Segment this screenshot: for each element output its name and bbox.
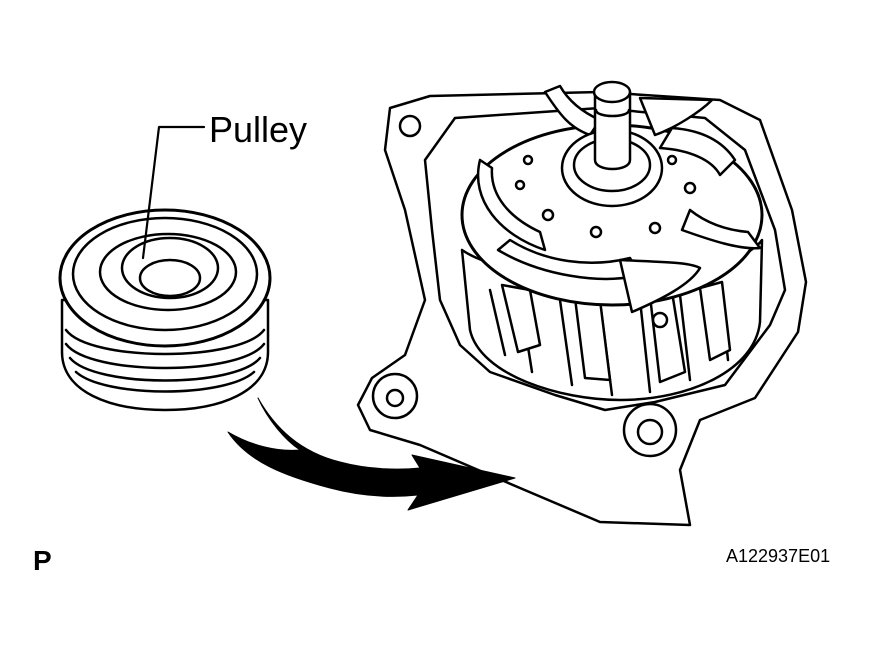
- pulley-groove: [64, 328, 266, 356]
- rotor-vane: [658, 126, 737, 177]
- rotor-rivet: [589, 225, 603, 239]
- mount-hole: [622, 402, 678, 458]
- mount-hole: [398, 114, 422, 138]
- rotor-blade: [488, 288, 507, 357]
- pulley-hub: [120, 236, 220, 300]
- mount-hole: [371, 372, 419, 420]
- pulley-label: Pulley: [209, 109, 308, 150]
- pulley-hub-outer: [98, 232, 238, 312]
- rotor-blade: [638, 298, 652, 394]
- view-label: P: [33, 545, 52, 576]
- pulley-drawing: [58, 208, 272, 412]
- rotor-rivet: [522, 154, 534, 166]
- housing-drawing: [356, 80, 808, 527]
- pulley-bore: [138, 258, 202, 298]
- rotor-blade: [678, 293, 692, 382]
- rotor-blade: [558, 298, 574, 387]
- rotor-slot: [500, 283, 542, 354]
- pulley-leader-line: [141, 125, 206, 260]
- rotor-vane: [618, 258, 702, 314]
- pulley-groove: [74, 370, 256, 393]
- rotor-vane: [476, 158, 547, 252]
- installation-arrow: [227, 397, 516, 511]
- rotor-rivet: [666, 154, 678, 166]
- shaft-step: [594, 108, 631, 118]
- pulley-groove: [64, 342, 266, 370]
- mount-hole: [385, 388, 405, 408]
- rotor-rivet: [651, 311, 669, 329]
- rotor-rivet: [683, 181, 697, 195]
- shaft-tip: [592, 80, 632, 104]
- rotor-rivet: [514, 179, 526, 191]
- figure-id: A122937E01: [726, 546, 831, 566]
- pulley-groove: [68, 356, 262, 382]
- rotor-slot: [698, 280, 732, 362]
- mount-hole: [636, 418, 664, 446]
- pulley-flange: [58, 208, 272, 348]
- rotor-vane: [638, 96, 714, 137]
- rotor-vane: [680, 208, 762, 250]
- rotor-rivet: [541, 208, 555, 222]
- pulley-flange-inner: [71, 216, 259, 332]
- rotor-rivet: [648, 221, 662, 235]
- shaft: [593, 90, 632, 171]
